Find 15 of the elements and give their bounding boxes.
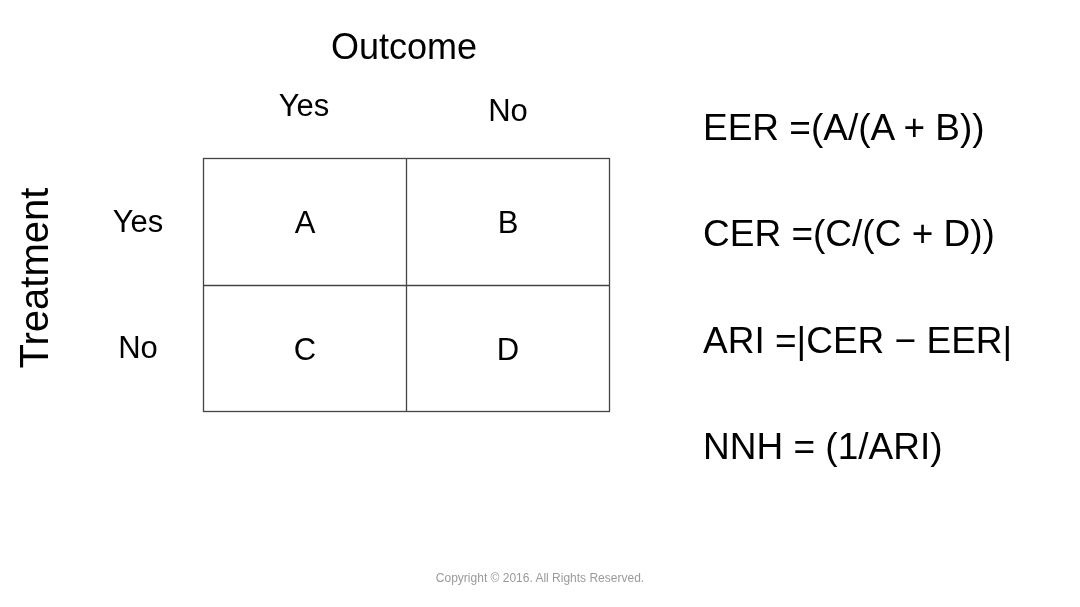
cell-value: B (497, 205, 519, 241)
column-group-title: Outcome (330, 26, 478, 68)
row-header: Yes (112, 204, 164, 240)
column-header: No (488, 93, 528, 129)
formula: EER =(A/(A + B)) (703, 106, 985, 150)
column-header: Yes (278, 88, 330, 124)
cell-value: C (293, 332, 317, 368)
formula: ARI =|CER − EER| (703, 319, 1013, 363)
cell-value: A (294, 205, 316, 241)
formula: NNH = (1/ARI) (703, 425, 943, 469)
row-group-title: Treatment (11, 187, 57, 369)
row-header: No (118, 330, 158, 366)
formula: CER =(C/(C + D)) (703, 212, 995, 256)
copyright-notice: Copyright © 2016. All Rights Reserved. (435, 572, 645, 586)
cell-value: D (496, 332, 520, 368)
